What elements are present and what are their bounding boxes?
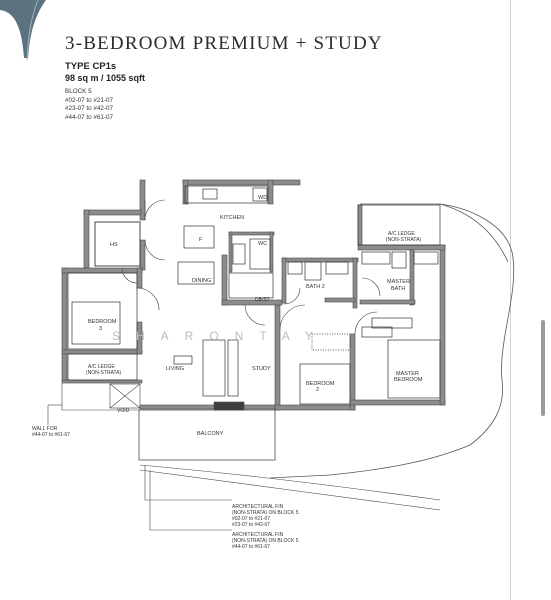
note-fin1-line3: #02-07 to #21-07 xyxy=(232,516,270,522)
room-label-wd: WD xyxy=(258,195,267,201)
room-label-master-bedroom-line2: BEDROOM xyxy=(394,377,423,383)
walls xyxy=(61,179,446,411)
site-boundary-line xyxy=(269,203,515,479)
note-fin2-line3: #44-07 to #61-07 xyxy=(232,544,270,550)
scrollbar-thumb[interactable] xyxy=(541,320,545,416)
unit-type: TYPE CP1s xyxy=(65,61,117,72)
door-swings xyxy=(109,199,381,409)
room-label-ac-ledge-left: A/C LEDGE xyxy=(88,364,115,370)
leader-lines xyxy=(47,383,441,531)
block-info: BLOCK 5 #02-07 to #21-07 #23-07 to #42-0… xyxy=(65,88,113,122)
room-label-fridge: F xyxy=(199,237,203,243)
room-label-wc: WC xyxy=(258,241,267,247)
note-fin1-line4: #23-07 to #42-07 xyxy=(232,522,270,528)
note-fin2-line2: (NON-STRATA) ON BLOCK 5 xyxy=(232,538,299,544)
room-label-master-bath-line1: MASTER xyxy=(387,279,410,285)
room-label-bedroom3-line2: 3 xyxy=(99,326,102,332)
note-wall-for-units: #44-07 to #61-07 xyxy=(32,432,70,438)
room-label-ac-ledge-top-strata: (NON-STRATA) xyxy=(386,237,421,243)
note-fin2-line1: ARCHITECTURAL FIN xyxy=(232,532,284,538)
unit-range: #44-07 to #61-07 xyxy=(65,113,113,121)
unit-area: 98 sq m / 1055 sqft xyxy=(65,73,146,83)
note-wall-for: WALL FOR xyxy=(32,426,58,432)
room-label-db-st: DB/ST xyxy=(255,297,270,303)
room-label-dining: DINING xyxy=(192,278,211,284)
watermark: SHARONTAY xyxy=(112,329,329,343)
unit-range: #23-07 to #42-07 xyxy=(65,105,113,112)
room-label-hs: HS xyxy=(110,242,118,248)
room-label-living: LIVING xyxy=(166,366,184,372)
room-label-study: STUDY xyxy=(252,366,271,372)
room-label-master-bath-line2: BATH xyxy=(391,286,405,292)
room-label-void: VOID xyxy=(117,408,130,414)
unit-range: #02-07 to #21-07 xyxy=(65,96,113,104)
room-label-bedroom2-line1: BEDROOM xyxy=(306,381,335,387)
room-label-balcony: BALCONY xyxy=(197,431,224,437)
block-name: BLOCK 5 xyxy=(65,88,92,95)
note-fin1-line1: ARCHITECTURAL FIN xyxy=(232,504,284,510)
note-fin1-line2: (NON-STRATA) ON BLOCK 5 xyxy=(232,510,299,516)
page-title: 3-BEDROOM PREMIUM + STUDY xyxy=(65,33,383,54)
room-label-master-bedroom-line1: MASTER xyxy=(396,371,419,377)
outline-lines xyxy=(67,185,441,461)
room-label-bedroom2-line2: 2 xyxy=(316,387,319,393)
room-label-kitchen: KITCHEN xyxy=(220,215,244,221)
room-label-bath2: BATH 2 xyxy=(306,284,325,290)
right-divider xyxy=(510,0,511,600)
room-label-bedroom3-line1: BEDROOM xyxy=(88,319,117,325)
room-label-ac-ledge-top: A/C LEDGE xyxy=(388,231,415,237)
room-label-ac-ledge-left-strata: (NON-STRATA) xyxy=(86,370,121,376)
